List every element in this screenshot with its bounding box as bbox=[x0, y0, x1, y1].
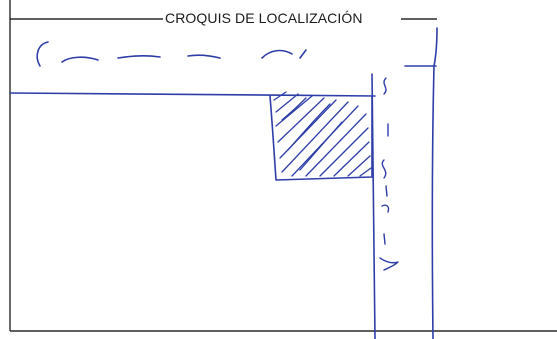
lot-hatching bbox=[273, 91, 372, 177]
handwriting-stroke-2 bbox=[61, 49, 307, 63]
form-frame bbox=[9, 0, 557, 332]
road-name-handwriting bbox=[379, 77, 399, 271]
handwriting-stroke-1 bbox=[36, 41, 49, 67]
hand-drawn-sketch bbox=[9, 27, 438, 339]
lot-outline bbox=[269, 95, 373, 181]
road-horizontal-line bbox=[9, 92, 376, 97]
section-title: CROQUIS DE LOCALIZACIÓN bbox=[165, 10, 363, 26]
road-vertical-outer-line bbox=[431, 27, 438, 339]
